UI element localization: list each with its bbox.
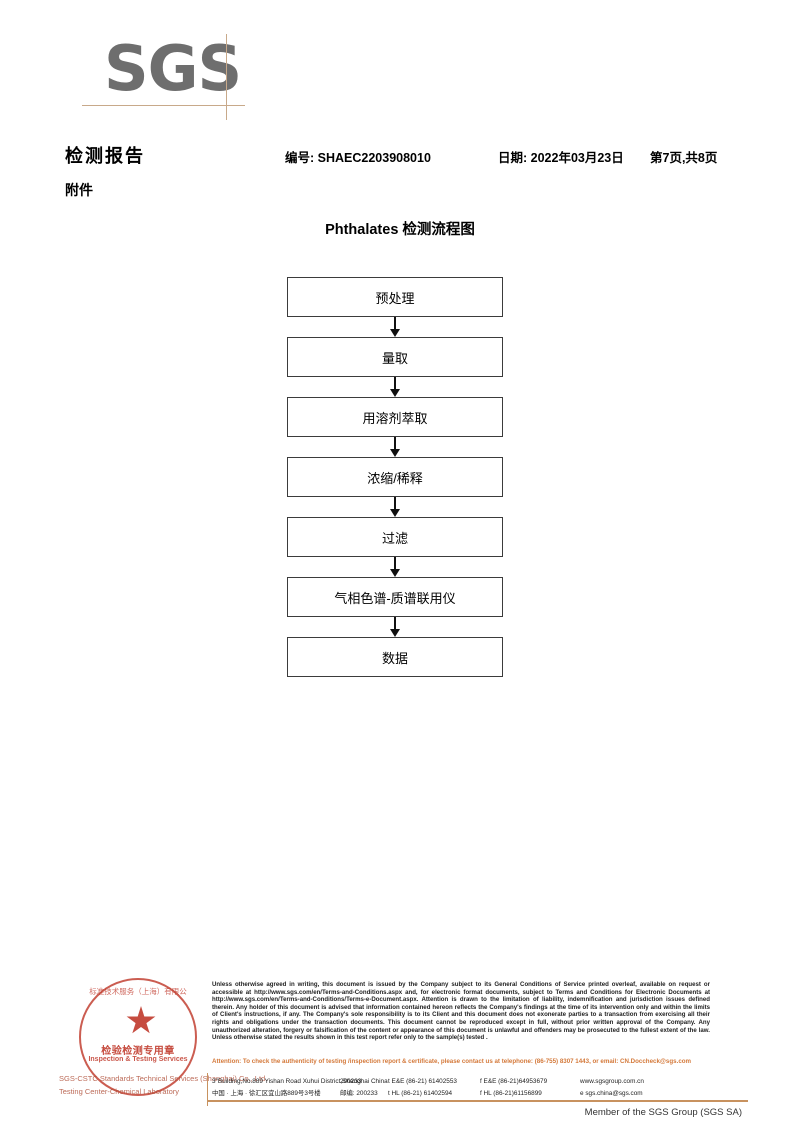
seal-caption-line-1: SGS-CSTC Standards Technical Services (S… [59, 1074, 268, 1083]
report-date: 日期: 2022年03月23日 [498, 151, 624, 165]
sgs-logo: SGS [82, 32, 264, 120]
legal-disclaimer: Unless otherwise agreed in writing, this… [212, 981, 710, 1042]
flow-step-3: 用溶剂萃取 [287, 397, 503, 437]
logo-horizontal-rule [82, 105, 245, 106]
postcode-cn: 邮编: 200233 [340, 1089, 378, 1097]
company-seal: 标准技术服务（上海）有限公 检验检测专用章 Inspection & Testi… [59, 978, 267, 1102]
flowchart-title: Phthalates 检测流程图 [325, 222, 475, 238]
page-title: 检测报告 [65, 146, 145, 166]
flow-arrow-6 [287, 617, 503, 637]
flow-step-6: 气相色谱-质谱联用仪 [287, 577, 503, 617]
flow-step-4: 浓缩/稀释 [287, 457, 503, 497]
member-statement: Member of the SGS Group (SGS SA) [584, 1107, 742, 1118]
attachment-label: 附件 [65, 182, 93, 198]
telephone-en-2: f E&E (86-21)64953679 [480, 1077, 548, 1085]
flow-step-1: 预处理 [287, 277, 503, 317]
seal-english-text: Inspection & Testing Services [88, 1056, 188, 1063]
flow-arrow-3 [287, 437, 503, 457]
seal-caption-line-2: Testing Center-Chemical Laboratory [59, 1087, 180, 1096]
footer-horizontal-rule [207, 1100, 748, 1102]
attention-notice: Attention: To check the authenticity of … [212, 1058, 692, 1065]
seal-arc-text: 标准技术服务（上海）有限公 [89, 987, 187, 996]
website-link[interactable]: www.sgsgroup.com.cn [580, 1077, 644, 1085]
address-cn: 中国 · 上海 · 徐汇区宜山路889号3号楼 [212, 1089, 321, 1097]
contact-row-cn: 中国 · 上海 · 徐汇区宜山路889号3号楼 邮编: 200233 t HL … [212, 1087, 710, 1099]
postcode-en: 200233 [340, 1077, 362, 1085]
report-reference-no: 编号: SHAEC2203908010 [285, 151, 431, 165]
address-en: 3"Building,No.889 Yishan Road Xuhui Dist… [212, 1077, 388, 1085]
telephone-cn-1: t HL (86-21) 61402594 [388, 1089, 453, 1097]
seal-chinese-text: 检验检测专用章 [101, 1046, 175, 1057]
flow-arrow-5 [287, 557, 503, 577]
footer-contact-table: 3"Building,No.889 Yishan Road Xuhui Dist… [212, 1075, 710, 1099]
footer-vertical-rule [207, 1073, 208, 1106]
flow-arrow-1 [287, 317, 503, 337]
logo-vertical-rule [226, 34, 227, 120]
flow-arrow-4 [287, 497, 503, 517]
email-link[interactable]: e sgs.china@sgs.com [580, 1089, 643, 1097]
telephone-en-1: t E&E (86-21) 61402553 [388, 1077, 457, 1085]
flow-step-7: 数据 [287, 637, 503, 677]
flow-step-2: 量取 [287, 337, 503, 377]
flow-step-5: 过滤 [287, 517, 503, 557]
flow-arrow-2 [287, 377, 503, 397]
seal-ring [79, 978, 197, 1096]
contact-row-en: 3"Building,No.889 Yishan Road Xuhui Dist… [212, 1075, 710, 1087]
page-number: 第7页,共8页 [650, 151, 718, 165]
telephone-cn-2: f HL (86-21)61156899 [480, 1089, 542, 1097]
sgs-logo-text: SGS [104, 32, 242, 105]
flowchart: 预处理 量取 用溶剂萃取 浓缩/稀释 过滤 气相色谱-质谱联用仪 数据 [287, 277, 503, 677]
